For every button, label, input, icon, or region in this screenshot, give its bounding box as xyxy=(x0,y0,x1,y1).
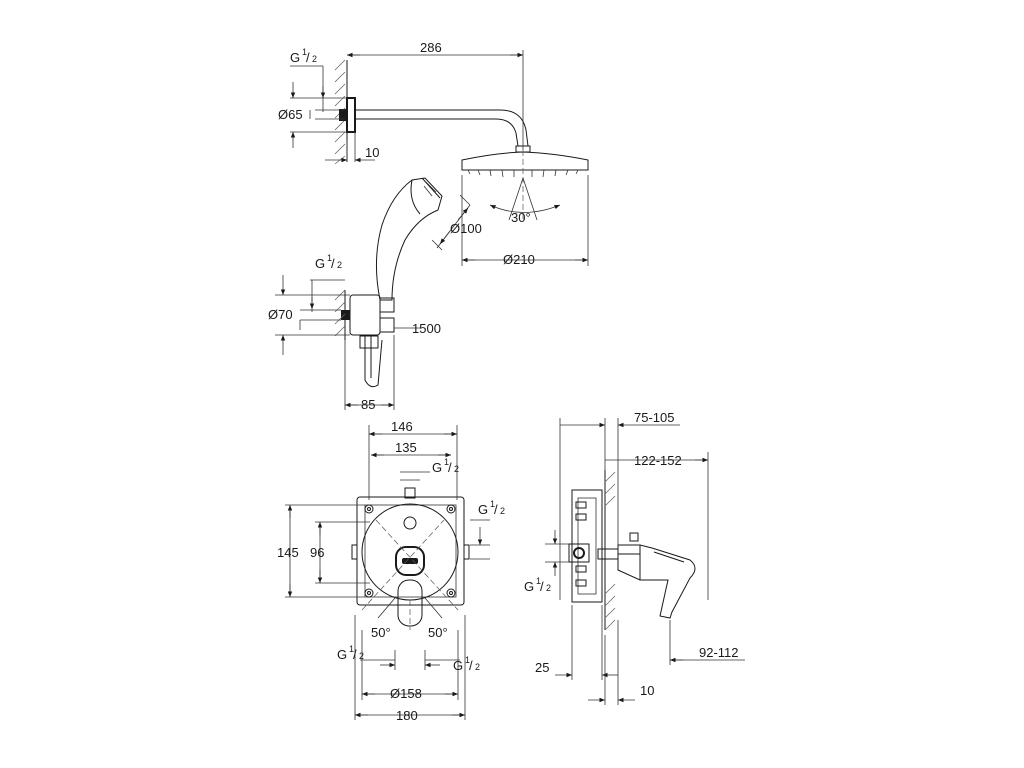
cover-plate xyxy=(361,503,459,601)
svg-text:G: G xyxy=(478,502,488,517)
label-side-plate: 10 xyxy=(640,683,654,698)
svg-text:G: G xyxy=(337,647,347,662)
label-box-bottom-left-thread: G 1 / 2 xyxy=(337,644,364,662)
svg-text:1: 1 xyxy=(444,457,449,467)
mixer-lever xyxy=(395,546,425,576)
label-side-thread: G 1 / 2 xyxy=(524,576,551,594)
mixer-side-view xyxy=(545,418,745,705)
svg-text:/: / xyxy=(448,460,452,475)
svg-text:1: 1 xyxy=(536,576,541,586)
head-shower xyxy=(461,151,589,171)
mixer-front-view xyxy=(285,425,490,720)
svg-text:/: / xyxy=(353,647,357,662)
svg-text:/: / xyxy=(540,579,544,594)
label-box-top-thread: G 1 / 2 xyxy=(432,457,459,475)
box-side xyxy=(571,489,603,603)
label-arm-length: 286 xyxy=(420,40,442,55)
svg-text:G: G xyxy=(453,658,463,673)
svg-text:/: / xyxy=(306,50,310,65)
svg-text:2: 2 xyxy=(312,54,317,64)
svg-text:1: 1 xyxy=(349,644,354,654)
label-side-depth-1: 75-105 xyxy=(634,410,674,425)
label-hand-dia: Ø100 xyxy=(450,221,482,236)
label-angle-right: 50° xyxy=(428,625,448,640)
label-box-height-outer: 145 xyxy=(277,545,299,560)
label-box-right-thread: G 1 / 2 xyxy=(478,499,505,517)
label-plate-width: 180 xyxy=(396,708,418,723)
label-hose-length: 1500 xyxy=(412,321,441,336)
svg-text:/: / xyxy=(331,256,335,271)
label-plate-dia: Ø158 xyxy=(390,686,422,701)
svg-text:/: / xyxy=(494,502,498,517)
svg-text:1: 1 xyxy=(327,253,332,263)
label-lever-depth: 92-112 xyxy=(699,645,739,660)
label-side-depth-2: 122-152 xyxy=(634,453,682,468)
arm-flange xyxy=(346,97,356,133)
shower-arm xyxy=(355,109,529,147)
svg-text:1: 1 xyxy=(465,655,470,665)
svg-text:2: 2 xyxy=(454,464,459,474)
lever-side xyxy=(617,544,696,619)
label-angle-left: 50° xyxy=(371,625,391,640)
svg-text:2: 2 xyxy=(546,583,551,593)
label-flange-dia: Ø65 xyxy=(278,107,303,122)
svg-text:G: G xyxy=(524,579,534,594)
svg-text:G: G xyxy=(432,460,442,475)
svg-text:2: 2 xyxy=(359,651,364,661)
label-outlet-depth: 85 xyxy=(361,397,375,412)
label-box-width-outer: 146 xyxy=(391,419,413,434)
label-outlet-thread: G 1 / 2 xyxy=(315,253,342,271)
svg-text:/: / xyxy=(469,658,473,673)
wall-outlet-elbow xyxy=(349,294,381,336)
hand-shower-view xyxy=(275,177,471,410)
svg-text:1: 1 xyxy=(490,499,495,509)
label-side-offset: 25 xyxy=(535,660,549,675)
hand-shower xyxy=(375,177,443,301)
label-flange-depth: 10 xyxy=(365,145,379,160)
label-box-height-inner: 96 xyxy=(310,545,324,560)
label-head-dia: Ø210 xyxy=(503,252,535,267)
label-box-bottom-right-thread: G 1 / 2 xyxy=(453,655,480,673)
head-shower-view xyxy=(290,50,589,266)
installation-box xyxy=(356,496,465,606)
label-box-width-inner: 135 xyxy=(395,440,417,455)
svg-text:2: 2 xyxy=(337,260,342,270)
svg-text:G: G xyxy=(290,50,300,65)
label-spray-angle: 30° xyxy=(511,210,531,225)
label-arm-thread: G 1 / 2 xyxy=(290,47,317,65)
label-outlet-dia: Ø70 xyxy=(268,307,293,322)
svg-text:1: 1 xyxy=(302,47,307,57)
svg-text:G: G xyxy=(315,256,325,271)
svg-text:2: 2 xyxy=(475,662,480,672)
svg-text:2: 2 xyxy=(500,506,505,516)
